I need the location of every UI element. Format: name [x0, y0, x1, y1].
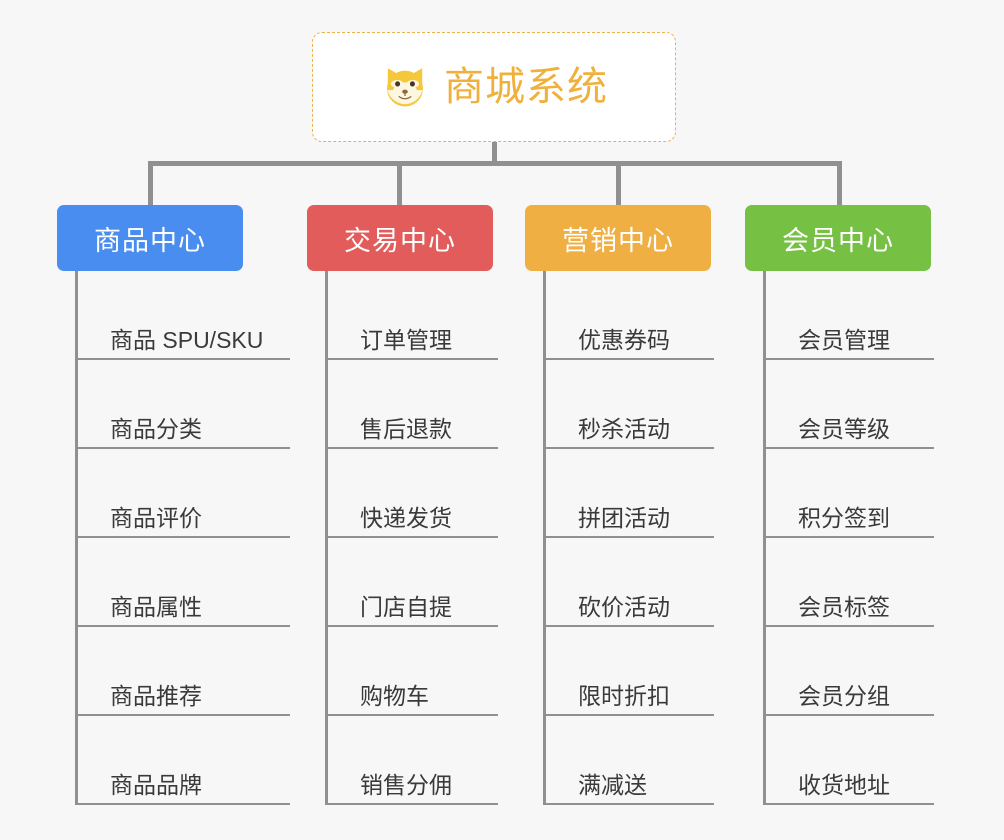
list-item-label: 商品属性 [110, 594, 202, 621]
list-item[interactable]: 商品分类 [78, 360, 290, 449]
branch-promotion-center: 营销中心 优惠券码 秒杀活动 拼团活动 砍价活动 限时折扣 满减送 [525, 205, 755, 805]
list-item[interactable]: 秒杀活动 [546, 360, 714, 449]
connector-drop-promotion [616, 161, 621, 207]
list-item[interactable]: 会员管理 [766, 271, 934, 360]
list-item-label: 商品品牌 [110, 772, 202, 799]
connector-drop-goods [148, 161, 153, 207]
list-item-label: 积分签到 [798, 505, 890, 532]
list-item[interactable]: 拼团活动 [546, 449, 714, 538]
list-item[interactable]: 销售分佣 [328, 716, 498, 805]
list-item-label: 会员等级 [798, 416, 890, 443]
list-item[interactable]: 积分签到 [766, 449, 934, 538]
branch-head-label: 会员中心 [782, 225, 894, 256]
leaf-list-member-center: 会员管理 会员等级 积分签到 会员标签 会员分组 收货地址 [763, 271, 934, 805]
branch-goods-center: 商品中心 商品 SPU/SKU 商品分类 商品评价 商品属性 商品推荐 商品品牌 [57, 205, 290, 805]
branch-head-trade-center[interactable]: 交易中心 [307, 205, 493, 271]
list-item-label: 限时折扣 [578, 683, 670, 710]
branch-head-goods-center[interactable]: 商品中心 [57, 205, 243, 271]
list-item-label: 订单管理 [360, 327, 452, 354]
list-item[interactable]: 购物车 [328, 627, 498, 716]
list-item-label: 会员管理 [798, 327, 890, 354]
list-item-label: 砍价活动 [578, 594, 670, 621]
leaf-list-goods-center: 商品 SPU/SKU 商品分类 商品评价 商品属性 商品推荐 商品品牌 [75, 271, 290, 805]
list-item[interactable]: 会员标签 [766, 538, 934, 627]
list-item[interactable]: 满减送 [546, 716, 714, 805]
connector-horizontal-bus [148, 161, 842, 166]
list-item-label: 会员标签 [798, 594, 890, 621]
list-item-label: 门店自提 [360, 594, 452, 621]
list-item-label: 会员分组 [798, 683, 890, 710]
leaf-list-promotion-center: 优惠券码 秒杀活动 拼团活动 砍价活动 限时折扣 满减送 [543, 271, 714, 805]
list-item[interactable]: 商品属性 [78, 538, 290, 627]
list-item-label: 快递发货 [360, 505, 452, 532]
branch-head-member-center[interactable]: 会员中心 [745, 205, 931, 271]
list-item-label: 售后退款 [360, 416, 452, 443]
list-item[interactable]: 门店自提 [328, 538, 498, 627]
list-item[interactable]: 商品推荐 [78, 627, 290, 716]
list-item[interactable]: 售后退款 [328, 360, 498, 449]
branch-head-label: 营销中心 [562, 225, 674, 256]
branch-head-promotion-center[interactable]: 营销中心 [525, 205, 711, 271]
branch-trade-center: 交易中心 订单管理 售后退款 快递发货 门店自提 购物车 销售分佣 [307, 205, 537, 805]
connector-drop-member [837, 161, 842, 207]
branch-member-center: 会员中心 会员管理 会员等级 积分签到 会员标签 会员分组 收货地址 [745, 205, 975, 805]
list-item[interactable]: 订单管理 [328, 271, 498, 360]
list-item-label: 购物车 [360, 683, 429, 710]
list-item-label: 商品推荐 [110, 683, 202, 710]
connector-root-stem [492, 142, 497, 164]
list-item-label: 商品分类 [110, 416, 202, 443]
connector-drop-trade [397, 161, 402, 207]
list-item[interactable]: 商品品牌 [78, 716, 290, 805]
list-item-label: 秒杀活动 [578, 416, 670, 443]
list-item[interactable]: 商品评价 [78, 449, 290, 538]
root-title: 商城系统 [444, 65, 608, 109]
list-item[interactable]: 砍价活动 [546, 538, 714, 627]
list-item[interactable]: 会员分组 [766, 627, 934, 716]
dog-face-icon [387, 68, 423, 107]
list-item-label: 满减送 [578, 772, 647, 799]
root-node[interactable]: 商城系统 [312, 32, 676, 142]
list-item-label: 商品 SPU/SKU [110, 327, 264, 354]
list-item[interactable]: 快递发货 [328, 449, 498, 538]
list-item-label: 拼团活动 [578, 505, 670, 532]
list-item[interactable]: 商品 SPU/SKU [78, 271, 290, 360]
branch-head-label: 交易中心 [344, 225, 456, 256]
list-item[interactable]: 限时折扣 [546, 627, 714, 716]
list-item-label: 商品评价 [110, 505, 202, 532]
leaf-list-trade-center: 订单管理 售后退款 快递发货 门店自提 购物车 销售分佣 [325, 271, 498, 805]
list-item-label: 销售分佣 [360, 772, 452, 799]
list-item[interactable]: 优惠券码 [546, 271, 714, 360]
list-item[interactable]: 收货地址 [766, 716, 934, 805]
list-item-label: 收货地址 [798, 772, 890, 799]
branch-head-label: 商品中心 [94, 225, 206, 256]
list-item[interactable]: 会员等级 [766, 360, 934, 449]
list-item-label: 优惠券码 [578, 327, 670, 354]
